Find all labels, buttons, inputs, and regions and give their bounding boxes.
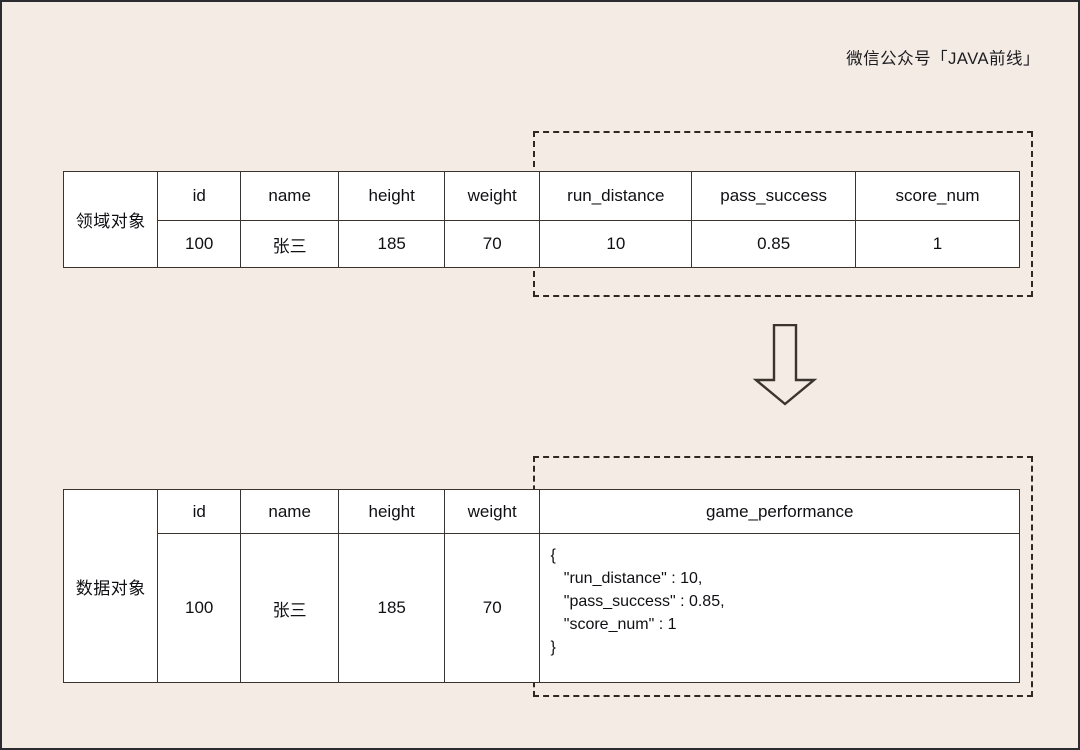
cell-weight: 70 bbox=[443, 533, 541, 683]
data-table-row-label: 数据对象 bbox=[62, 489, 159, 683]
watermark-text: 微信公众号「JAVA前线」 bbox=[846, 50, 1040, 68]
column-header-name: name bbox=[239, 489, 340, 534]
cell-id: 100 bbox=[157, 220, 241, 268]
column-header-weight: weight bbox=[443, 489, 541, 534]
domain-table-row-label: 领域对象 bbox=[62, 171, 159, 268]
table-row: 100 张三 185 70 { "run_distance" : 10, "pa… bbox=[64, 533, 1020, 683]
cell-id: 100 bbox=[157, 533, 241, 683]
table-row: 领域对象 id name height weight run_distance … bbox=[62, 171, 1020, 268]
down-arrow-icon bbox=[752, 323, 818, 406]
column-header-pass-success: pass_success bbox=[691, 171, 857, 221]
column-header-name: name bbox=[239, 171, 340, 221]
table-row: 数据对象 id name height weight game_performa… bbox=[62, 489, 1020, 683]
column-header-game-performance: game_performance bbox=[539, 489, 1020, 534]
cell-name: 张三 bbox=[239, 220, 340, 268]
cell-run-distance: 10 bbox=[539, 220, 693, 268]
column-header-height: height bbox=[338, 489, 445, 534]
cell-pass-success: 0.85 bbox=[691, 220, 857, 268]
column-header-id: id bbox=[157, 171, 241, 221]
cell-score-num: 1 bbox=[855, 220, 1020, 268]
column-header-score-num: score_num bbox=[855, 171, 1020, 221]
cell-game-performance-json: { "run_distance" : 10, "pass_success" : … bbox=[539, 533, 1020, 683]
column-header-height: height bbox=[338, 171, 445, 221]
column-header-id: id bbox=[157, 489, 241, 534]
cell-height: 185 bbox=[338, 220, 445, 268]
column-header-run-distance: run_distance bbox=[539, 171, 693, 221]
data-object-table: 数据对象 id name height weight game_performa… bbox=[62, 489, 1020, 683]
domain-object-table: 领域对象 id name height weight run_distance … bbox=[62, 171, 1020, 268]
cell-name: 张三 bbox=[239, 533, 340, 683]
cell-weight: 70 bbox=[443, 220, 541, 268]
cell-height: 185 bbox=[338, 533, 445, 683]
table-row: 100 张三 185 70 10 0.85 1 bbox=[64, 220, 1020, 268]
column-header-weight: weight bbox=[443, 171, 541, 221]
